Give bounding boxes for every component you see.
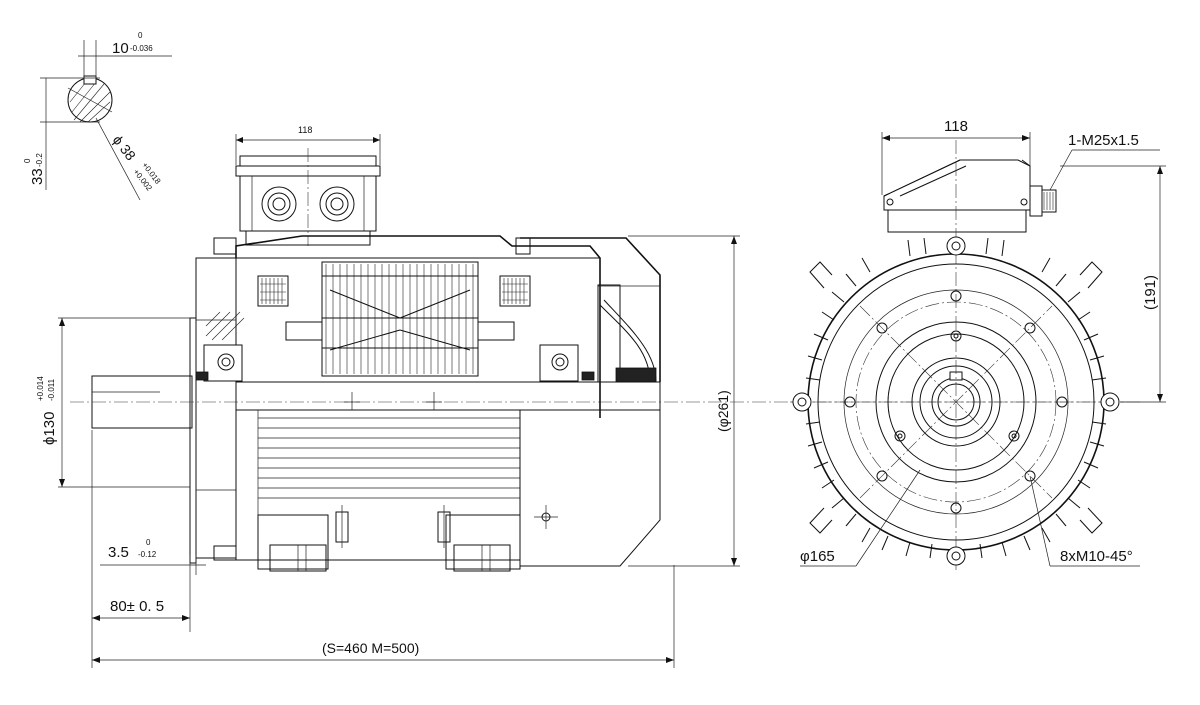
motor-front-view: 118 1-M25x1.5 [790,118,1166,570]
shaft-dia-value: ϕ 38 [110,132,140,164]
key-depth-value: 33 [29,168,46,185]
overall-length-value: (S=460 M=500) [322,640,419,656]
shaft-length-dimension: 80± 0. 5 [91,430,190,668]
overall-height-value: (φ261) [715,390,731,432]
pcd-label: φ165 [800,548,835,565]
box-height-dimension: (191) [1060,165,1166,403]
key-width-value: 10 [112,40,129,57]
bolt-holes-label: 8xM10-45° [1060,548,1133,565]
cardinal-mounts [792,236,1120,566]
radial-fins [805,237,1107,559]
terminal-box-width-side: 118 [298,125,312,135]
flange-thickness-tol-lower: -0.12 [138,550,157,559]
key-width-tol-lower: -0.036 [130,44,153,53]
spigot-dia-value: ϕ130 [41,412,58,445]
terminal-box-width-front: 118 [944,118,968,135]
pcd-leader: φ165 [800,469,921,567]
keyway [83,75,97,85]
bolt-holes-leader: 8xM10-45° [1029,475,1140,567]
cooling-fins [257,410,521,515]
key-depth-tol-upper: 0 [23,158,32,163]
bolt-holes [844,290,1068,514]
lifting-lugs [809,261,1103,534]
terminal-box-side: 118 [235,125,381,246]
fan-cover [515,237,661,567]
spigot-dia-tol-upper: +0.014 [36,376,45,401]
spigot-dia-tol-lower: -0.011 [47,378,56,401]
shaft-length-value: 80± 0. 5 [110,598,164,615]
key-width-tol-upper: 0 [138,31,143,40]
key-depth-tol-lower: -0.2 [35,153,44,167]
stator-laminations [325,264,474,374]
overall-length-dimension: (S=460 M=500) [92,565,675,668]
motor-housing [195,235,661,572]
flange-thickness-value: 3.5 [108,544,129,561]
cable-gland-label: 1-M25x1.5 [1068,132,1139,149]
terminal-box-front: 118 1-M25x1.5 [881,118,1160,233]
motor-side-view: 118 [36,125,1140,668]
flange-thickness-dimension: 3.5 0 -0.12 [100,538,206,632]
front-flange [189,237,245,564]
spigot-diameter-dimension: ϕ130 +0.014 -0.011 [36,317,190,488]
shaft-section-detail: 10 0 -0.036 33 0 -0.2 ϕ 38 +0.018 +0.002 [23,31,172,201]
flange-thickness-tol-upper: 0 [146,538,151,547]
box-height-value: (191) [1142,275,1159,310]
overall-height-dimension: (φ261) [628,235,740,567]
